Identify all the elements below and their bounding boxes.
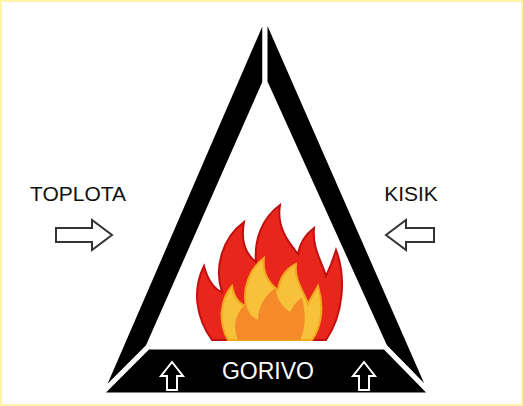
flame	[197, 205, 342, 340]
arrow-right	[56, 220, 112, 250]
arrow-left	[386, 220, 434, 250]
fuel-band: GORIVO	[186, 352, 350, 392]
label: KISIK	[384, 182, 438, 205]
flame-core	[235, 288, 305, 340]
arrow-up	[353, 362, 375, 390]
arrow-up	[161, 362, 183, 390]
label: TOPLOTA	[30, 182, 126, 205]
triangle-base	[100, 347, 432, 395]
flame-inner	[222, 258, 322, 340]
band-text: GORIVO	[222, 359, 314, 384]
